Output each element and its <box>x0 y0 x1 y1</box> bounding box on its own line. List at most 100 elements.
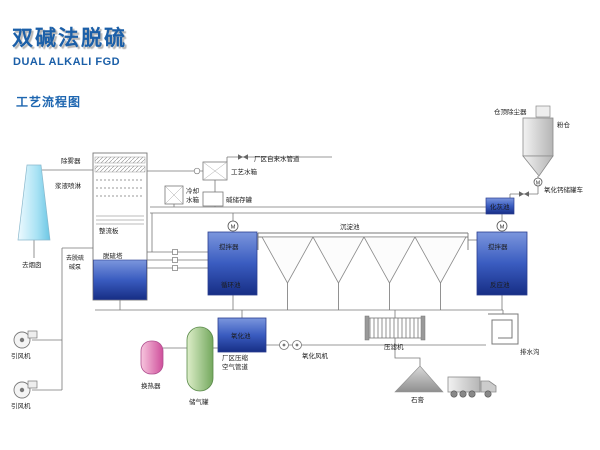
section-label: 工艺流程图 <box>16 95 82 109</box>
motor-label: M <box>536 180 540 186</box>
cao-truck-label: 氧化钙储罐车 <box>544 185 584 194</box>
fan-hub-icon <box>19 387 25 393</box>
fan-hub-icon <box>282 343 286 347</box>
pool-hopper <box>414 236 467 284</box>
motor-label: M <box>500 224 505 230</box>
oxidation-pool-label: 氧化池 <box>231 331 251 340</box>
truck <box>447 376 497 398</box>
sedimentation-pool: 沉淀池 <box>257 222 469 284</box>
chimney-stack <box>17 164 51 241</box>
id-fan-label: 引风机 <box>11 401 31 410</box>
process-water-label: 工艺水箱 <box>231 167 258 176</box>
valve-box-icon <box>172 257 178 263</box>
pipe-hopper-drops <box>287 283 441 310</box>
reaction-label: 反应池 <box>490 280 510 289</box>
pump-icon <box>193 167 201 175</box>
tower-label: 脱硫塔 <box>103 251 123 260</box>
truck-cab <box>480 380 497 393</box>
fan-outlet <box>27 380 38 389</box>
gypsum-label: 石膏 <box>411 395 425 404</box>
circulation-label: 循环池 <box>221 280 241 289</box>
gas-tank-body <box>186 326 214 392</box>
rectifier-plates <box>96 215 144 225</box>
tank-brace <box>202 161 228 181</box>
fan-outlet <box>27 330 38 339</box>
tower-liquid <box>93 259 147 300</box>
truck-wheel <box>459 390 467 398</box>
fan-hub-icon <box>295 343 299 347</box>
reaction-tank: M 搅拌器 反应池 <box>476 220 528 296</box>
alkali-storage-label: 碱储存罐 <box>226 195 253 204</box>
to-alkali-pump-label-1: 去脱硫 <box>66 254 84 262</box>
drain-ditch-label: 排水沟 <box>520 347 540 356</box>
valve-box-icon <box>172 249 178 255</box>
heat-exchanger: 换热器 <box>140 340 164 390</box>
pipe-silo-to-limepool <box>509 176 539 198</box>
slurry-spray-label: 浆液喷淋 <box>55 181 82 190</box>
oxidation-pool: 氧化池 氧化风机 <box>217 317 329 360</box>
valve-icon <box>519 191 529 197</box>
powder-silo-label: 粉仓 <box>557 120 571 129</box>
tank-brace <box>164 185 184 205</box>
gas-storage-tank: 储气罐 <box>186 326 214 406</box>
drain-coil <box>488 313 519 345</box>
filter-press-plates <box>367 317 423 339</box>
lime-pool-label: 化灰池 <box>490 202 510 211</box>
heat-exchanger-body <box>140 340 164 375</box>
silo-dust-collector-label: 仓顶除尘器 <box>494 107 527 116</box>
truck-cargo <box>447 376 481 393</box>
agitator-label: 搅拌器 <box>488 242 508 251</box>
tap-water-label: 厂区自来水管道 <box>254 154 300 163</box>
filter-press-end <box>420 315 426 341</box>
motor-icon <box>533 177 543 187</box>
compressed-air-label-1: 厂区压缩 <box>222 353 249 362</box>
filter-press: 压滤机 <box>364 315 426 351</box>
gas-tank-label: 储气罐 <box>189 397 209 406</box>
gypsum-shape <box>394 365 444 393</box>
valves <box>172 154 529 271</box>
valve-icon <box>238 154 248 160</box>
page-title: 双碱法脱硫 <box>12 27 127 50</box>
gypsum-pile: 石膏 <box>394 365 444 404</box>
demister-layer <box>94 156 146 164</box>
sedimentation-label: 沉淀池 <box>340 222 360 231</box>
demister-layer <box>94 165 146 173</box>
motor-label: M <box>231 224 236 230</box>
silo-dust-collector-box <box>535 105 551 118</box>
truck-wheel <box>450 390 458 398</box>
chimney-label: 去烟囱 <box>22 260 42 269</box>
alkali-storage-tank <box>202 191 224 207</box>
water-tanks: 工艺水箱 厂区自来水管道 冷却 水箱 碱储存罐 <box>164 154 300 207</box>
to-alkali-pump-label-2: 碱泵 <box>69 264 81 271</box>
compressed-air-label-2: 空气管道 <box>222 362 249 371</box>
filter-press-end <box>364 315 370 341</box>
pool-hopper <box>363 236 416 284</box>
pool-hopper <box>312 236 365 284</box>
pipe-filterpress-out <box>394 338 421 366</box>
id-fan-label: 引风机 <box>11 351 31 360</box>
truck-wheel <box>468 390 476 398</box>
pool-hopper <box>261 236 314 284</box>
process-flow-diagram: 去烟囱 除雾器 浆液喷淋 整流板 脱硫塔 去脱硫 碱泵 <box>0 100 600 450</box>
motor-icon <box>496 220 508 232</box>
drain-ditch: 排水沟 <box>488 313 540 356</box>
compressed-air-note: 厂区压缩 空气管道 <box>222 353 249 371</box>
motor-icon <box>227 220 239 232</box>
silo-cone <box>522 155 554 177</box>
rectifier-label: 整流板 <box>99 226 119 235</box>
chimney: 去烟囱 <box>17 164 51 269</box>
truck-wheel <box>484 390 492 398</box>
circulation-tank-body <box>207 231 258 296</box>
desulfurization-tower: 除雾器 浆液喷淋 整流板 脱硫塔 去脱硫 碱泵 <box>55 152 148 301</box>
lime-pool: 化灰池 <box>485 197 515 215</box>
filter-press-label: 压滤机 <box>384 342 404 351</box>
page-subtitle: DUAL ALKALI FGD <box>13 56 121 68</box>
oxidation-pool-body <box>217 317 267 353</box>
pipe-fan-ducts <box>32 247 93 391</box>
diagram-canvas: 去烟囱 除雾器 浆液喷淋 整流板 脱硫塔 去脱硫 碱泵 <box>11 105 584 410</box>
cooling-water-label-1: 冷却 <box>186 186 199 195</box>
lime-pool-body <box>485 197 515 215</box>
agitator-label: 搅拌器 <box>219 242 239 251</box>
valve-box-icon <box>172 265 178 271</box>
